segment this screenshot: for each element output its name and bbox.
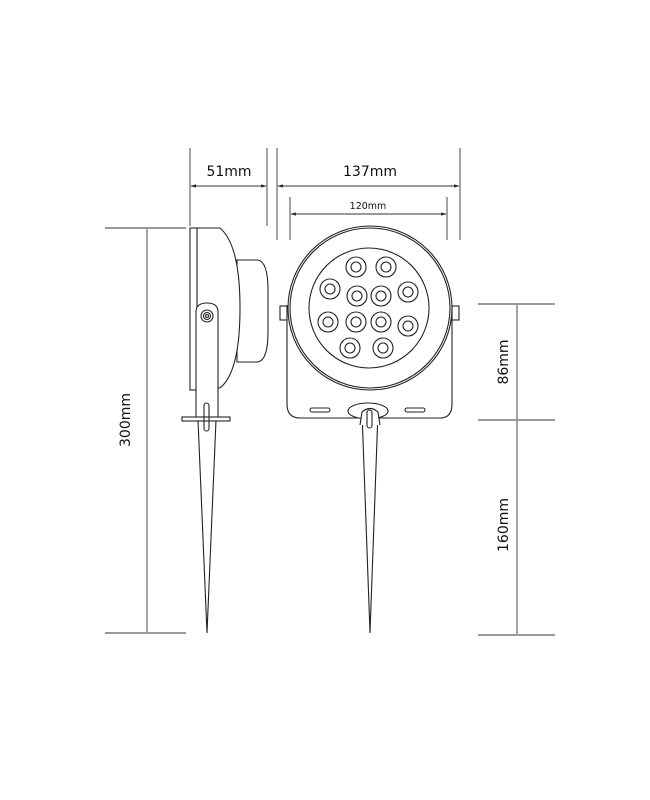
led-icon <box>370 311 392 333</box>
dimension-total-height: 300mm <box>105 227 186 634</box>
led-icon <box>375 316 387 328</box>
led-icon <box>375 290 387 302</box>
led-icon <box>345 311 367 333</box>
side-width-label: 51mm <box>206 164 251 180</box>
led-icon <box>402 286 414 298</box>
led-icon <box>351 290 363 302</box>
front-width-label: 137mm <box>343 164 397 180</box>
housing-outer <box>287 225 453 391</box>
led-icon <box>375 256 397 278</box>
led-icon <box>370 285 392 307</box>
led-icon <box>350 316 362 328</box>
led-icon <box>344 342 356 354</box>
lens-width-label: 120mm <box>350 201 387 212</box>
dimension-side-width: 51mm <box>189 148 268 226</box>
screw-icon <box>200 309 214 323</box>
side-view <box>181 227 269 634</box>
bracket-arm <box>195 302 219 420</box>
dimension-lens-width: 120mm <box>289 197 448 240</box>
led-icon <box>339 337 361 359</box>
right-knob <box>451 305 460 321</box>
left-knob <box>279 305 288 321</box>
led-icon <box>397 281 419 303</box>
led-icon <box>350 261 362 273</box>
led-icon <box>319 278 341 300</box>
led-icon <box>372 337 394 359</box>
total-height-label: 300mm <box>118 393 134 447</box>
ground-spike <box>361 411 379 634</box>
lens <box>308 247 430 369</box>
led-array <box>317 256 419 359</box>
bracket-slot <box>309 407 331 413</box>
led-icon <box>346 285 368 307</box>
spike-height-label: 160mm <box>496 498 512 552</box>
dimension-head-height: 86mm <box>478 303 555 421</box>
led-icon <box>324 283 336 295</box>
led-icon <box>322 316 334 328</box>
dimension-front-width: 137mm <box>276 148 461 240</box>
ground-spike <box>197 419 217 634</box>
led-icon <box>317 311 339 333</box>
led-icon <box>402 320 414 332</box>
front-view <box>279 225 460 634</box>
dimension-spike-height: 160mm <box>478 421 555 636</box>
rear-cap <box>236 259 269 363</box>
led-icon <box>380 261 392 273</box>
head-height-label: 86mm <box>496 339 512 384</box>
led-icon <box>377 342 389 354</box>
spike-crossbar <box>181 416 231 422</box>
led-icon <box>345 256 367 278</box>
led-icon <box>397 315 419 337</box>
bracket-slot <box>404 407 426 413</box>
